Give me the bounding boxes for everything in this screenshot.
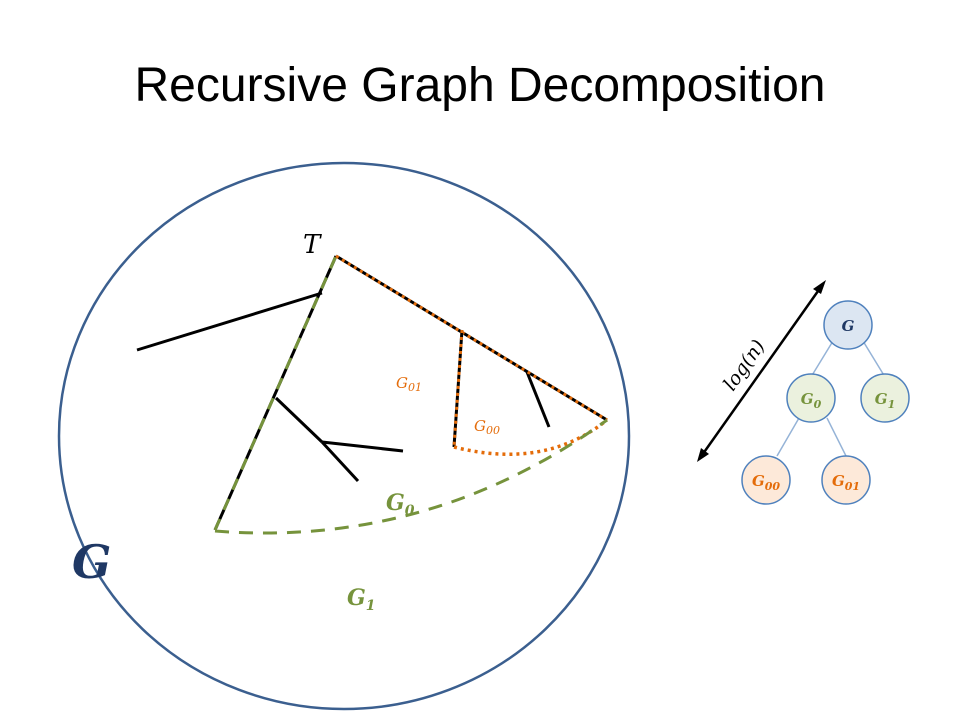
- trunk-right-black: [335, 254, 608, 422]
- g1-label: G1: [347, 585, 376, 614]
- depth-arrow-line: [698, 283, 825, 459]
- slide-title: Recursive Graph Decomposition: [134, 59, 826, 112]
- hierarchy-edge-g-g0: [810, 340, 834, 378]
- hierarchy-edge-g0-g01: [826, 417, 847, 457]
- hierarchy-edge-g-g1: [862, 340, 886, 378]
- depth-arrowhead-top: [813, 280, 826, 294]
- hierarchy-node-g0: G0: [786, 373, 836, 423]
- hierarchy-edge-g0-g00: [776, 417, 800, 457]
- hierarchy-node-g0-label: G0: [801, 390, 822, 411]
- hierarchy-node-g1-label: G1: [875, 390, 895, 411]
- g01-vertical-orange: [452, 329, 464, 448]
- depth-label: log(n): [719, 336, 770, 395]
- g00-label: G00: [474, 417, 500, 437]
- hierarchy-node-g00-label: G00: [752, 472, 780, 493]
- g0-label: G0: [386, 490, 415, 519]
- hierarchy-node-g-label: G: [842, 317, 855, 335]
- tree-edges: [136, 291, 551, 483]
- g00-arc-orange: [453, 418, 609, 456]
- tree-edge-lower-left: [320, 440, 360, 483]
- tree-trunk: [213, 254, 608, 531]
- hierarchy-node-g00: G00: [741, 455, 791, 505]
- g01-label: G01: [396, 374, 422, 394]
- hierarchy-edges: [776, 340, 886, 457]
- depth-arrowhead-bottom: [697, 448, 709, 462]
- hierarchy-node-g01: G01: [821, 455, 871, 505]
- tree-label: T: [303, 230, 322, 260]
- hierarchy-node-g1: G1: [860, 373, 910, 423]
- g0-cut-green: [214, 418, 608, 535]
- graph-label: G: [72, 535, 111, 589]
- hierarchy-node-g: G: [823, 300, 873, 350]
- tree-edge-lower-right: [321, 440, 404, 453]
- graph-ellipse: [57, 161, 631, 711]
- tree-edge-inner-branch: [525, 371, 551, 428]
- g01-boundary: [452, 329, 609, 456]
- tree-edge-lower-branch: [274, 396, 324, 444]
- tree-edge-left-branch: [136, 291, 323, 352]
- hierarchy-node-g01-label: G01: [832, 472, 860, 493]
- depth-arrow: log(n): [697, 280, 826, 462]
- trunk-left-green-dashes: [213, 255, 338, 531]
